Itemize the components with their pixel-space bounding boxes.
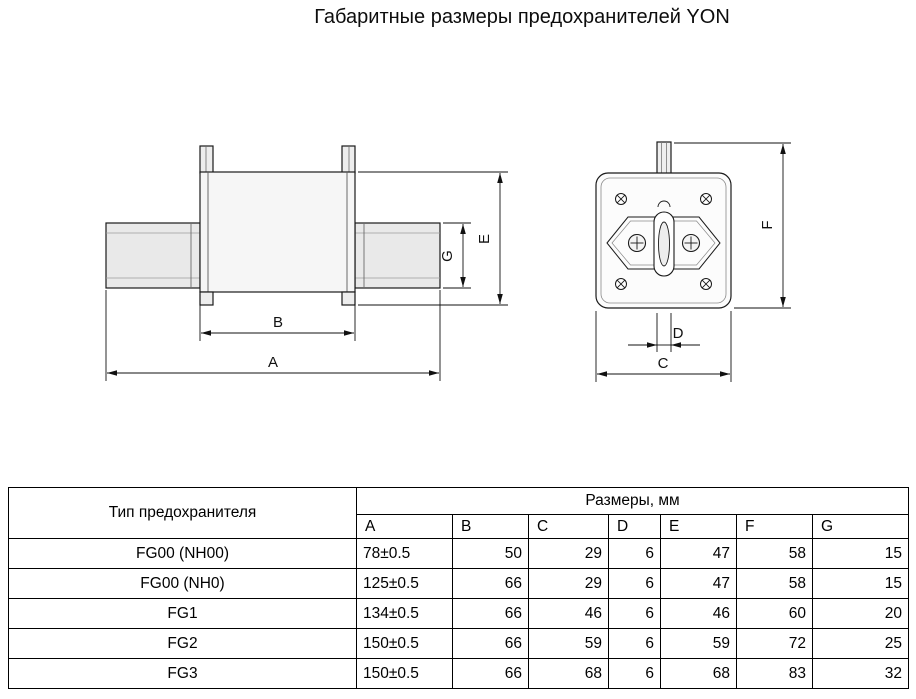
dim-b (199, 294, 356, 341)
value-cell-d: 6 (608, 568, 661, 599)
corner-screws (615, 193, 712, 290)
top-blade (656, 141, 672, 176)
end-view-labels: F D C (658, 220, 776, 372)
value-cell-f: 58 (736, 538, 813, 569)
value-cell-e: 68 (660, 658, 737, 689)
col-header-a: A (356, 514, 453, 539)
col-header-c: C (528, 514, 609, 539)
grip-lug-bottom-left (199, 291, 214, 306)
table-row: FG2 150±0.5 66 59 6 59 72 25 (8, 628, 910, 659)
end-view-dimensions (595, 142, 791, 382)
fuse-type-cell: FG00 (NH00) (8, 538, 357, 569)
fuse-type-cell: FG00 (NH0) (8, 568, 357, 599)
header-row-groups: Тип предохранителя Размеры, мм (8, 487, 910, 539)
value-cell-c: 46 (528, 598, 609, 629)
dimensions-table-wrap: Тип предохранителя Размеры, мм A B C D E… (8, 487, 910, 689)
dim-e (358, 171, 508, 306)
value-cell-d: 6 (608, 538, 661, 569)
col-header-g: G (811, 514, 910, 539)
value-cell-e: 47 (660, 568, 737, 599)
table-row: FG00 (NH00) 78±0.5 50 29 6 47 58 15 (8, 538, 910, 569)
value-cell-a: 150±0.5 (356, 628, 453, 659)
value-cell-a: 78±0.5 (356, 538, 453, 569)
value-cell-g: 20 (811, 598, 910, 629)
value-cell-c: 29 (528, 568, 609, 599)
fuse-type-cell: FG3 (8, 658, 357, 689)
value-cell-e: 46 (660, 598, 737, 629)
end-view-drawing (595, 141, 732, 309)
type-column-header: Тип предохранителя (8, 487, 357, 539)
dim-label-a: A (268, 354, 278, 371)
dim-label-c: C (658, 355, 669, 372)
value-cell-f: 83 (736, 658, 813, 689)
page-title: Габаритные размеры предохранителей YON (314, 6, 730, 28)
value-cell-g: 25 (811, 628, 910, 659)
value-cell-d: 6 (608, 598, 661, 629)
value-cell-b: 66 (452, 598, 529, 629)
value-cell-c: 68 (528, 658, 609, 689)
col-header-f: F (736, 514, 813, 539)
col-header-d: D (608, 514, 661, 539)
dimensions-table: Тип предохранителя Размеры, мм A B C D E… (8, 487, 910, 689)
fuse-type-cell: FG2 (8, 628, 357, 659)
value-cell-d: 6 (608, 628, 661, 659)
dim-label-e: E (476, 234, 493, 244)
grip-lug-top-right (341, 145, 356, 174)
contact-screws (627, 233, 701, 253)
dim-g (443, 222, 471, 289)
value-cell-e: 59 (660, 628, 737, 659)
table-row: FG3 150±0.5 66 68 6 68 83 32 (8, 658, 910, 689)
center-strap (606, 216, 721, 270)
value-cell-g: 32 (811, 658, 910, 689)
value-cell-g: 15 (811, 568, 910, 599)
value-cell-b: 66 (452, 658, 529, 689)
col-header-b: B (452, 514, 529, 539)
side-view-labels: G E B A (268, 234, 493, 371)
dim-label-b: B (273, 314, 283, 331)
dim-d (628, 313, 700, 352)
fuse-body (199, 171, 356, 293)
table-row: FG1 134±0.5 66 46 6 46 60 20 (8, 598, 910, 629)
value-cell-c: 59 (528, 628, 609, 659)
fuse-type-cell: FG1 (8, 598, 357, 629)
dimensions-group-header: Размеры, мм (355, 487, 910, 515)
value-cell-a: 150±0.5 (356, 658, 453, 689)
header-row-letters: A B C D E F G (9, 514, 910, 539)
side-view-dimensions (105, 171, 508, 381)
value-cell-g: 15 (811, 538, 910, 569)
right-blade-terminal (354, 222, 441, 289)
value-cell-b: 66 (452, 568, 529, 599)
dimension-drawings: G E B A (105, 141, 791, 382)
value-cell-f: 60 (736, 598, 813, 629)
dim-f (674, 142, 791, 309)
dim-label-d: D (673, 325, 684, 342)
value-cell-a: 134±0.5 (356, 598, 453, 629)
value-cell-e: 47 (660, 538, 737, 569)
value-cell-b: 66 (452, 628, 529, 659)
table-row: FG00 (NH0) 125±0.5 66 29 6 47 58 15 (8, 568, 910, 599)
value-cell-a: 125±0.5 (356, 568, 453, 599)
side-view-drawing (105, 145, 441, 306)
dim-label-f: F (759, 220, 776, 229)
col-header-e: E (660, 514, 737, 539)
value-cell-f: 58 (736, 568, 813, 599)
value-cell-f: 72 (736, 628, 813, 659)
grip-lug-bottom-right (341, 291, 356, 306)
dim-label-g: G (439, 250, 456, 262)
value-cell-c: 29 (528, 538, 609, 569)
dim-c (595, 311, 732, 382)
grip-lug-top-left (199, 145, 214, 174)
value-cell-b: 50 (452, 538, 529, 569)
dim-a (105, 290, 441, 381)
value-cell-d: 6 (608, 658, 661, 689)
